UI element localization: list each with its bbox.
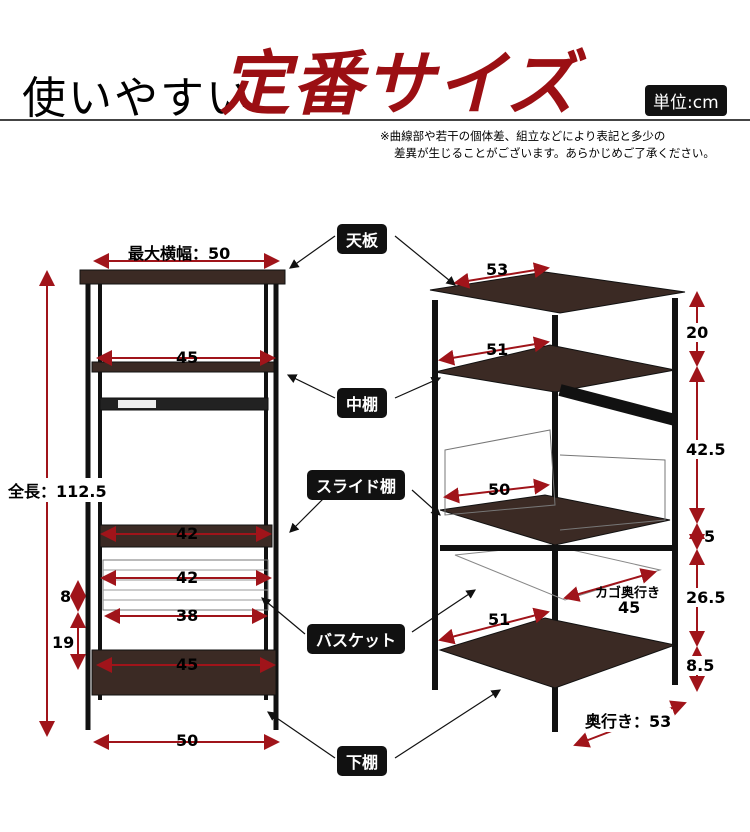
side-slide-depth: 50 <box>488 480 511 499</box>
side-mid-depth: 51 <box>486 340 509 359</box>
side-top-depth: 53 <box>486 260 509 279</box>
height-top: 20 <box>686 323 709 342</box>
unit-badge: 単位:cm <box>645 85 727 116</box>
disclaimer-note: ※曲線部や若干の個体差、組立などにより表記と多少の 差異が生じることがございます… <box>380 128 715 162</box>
callout-middle-shelf: 中棚 <box>337 388 388 418</box>
side-low-depth: 51 <box>488 610 511 629</box>
total-height: 全長：112.5 <box>8 478 107 502</box>
height-basket: 26.5 <box>686 588 726 607</box>
note-line: 差異が生じることがございます。あらかじめご了承ください。 <box>394 146 715 160</box>
front-low-shelf-width: 45 <box>176 655 199 674</box>
callout-top-board: 天板 <box>337 224 388 254</box>
callout-bottom-shelf: 下棚 <box>337 746 388 776</box>
basket-height-19: 19 <box>52 633 75 652</box>
height-mid: 42.5 <box>686 440 726 459</box>
front-max-width: 最大横幅：50 <box>128 244 231 263</box>
note-line: ※曲線部や若干の個体差、組立などにより表記と多少の <box>380 129 666 143</box>
title-main: 定番サイズ <box>220 42 578 125</box>
callout-slide-shelf: スライド棚 <box>307 470 406 500</box>
side-depth: 奥行き：53 <box>585 708 672 732</box>
basket-depth: 45 <box>618 598 641 617</box>
front-basket-bottom-width: 38 <box>176 606 199 625</box>
side-rack <box>429 271 686 732</box>
divider <box>0 119 750 121</box>
basket-depth-label: カゴ奥行き <box>595 586 661 601</box>
callout-basket: バスケット <box>307 624 406 654</box>
height-foot: 8.5 <box>686 656 715 675</box>
height-slide: 5 <box>704 527 716 546</box>
front-slide-width: 42 <box>176 524 199 543</box>
basket-height-8: 8 <box>60 587 72 606</box>
front-mid-shelf-width: 45 <box>176 348 199 367</box>
front-base-width: 50 <box>176 731 199 750</box>
front-basket-top-width: 42 <box>176 568 199 587</box>
title-lead: 使いやすい <box>22 73 252 124</box>
dimension-arrows <box>39 253 705 750</box>
